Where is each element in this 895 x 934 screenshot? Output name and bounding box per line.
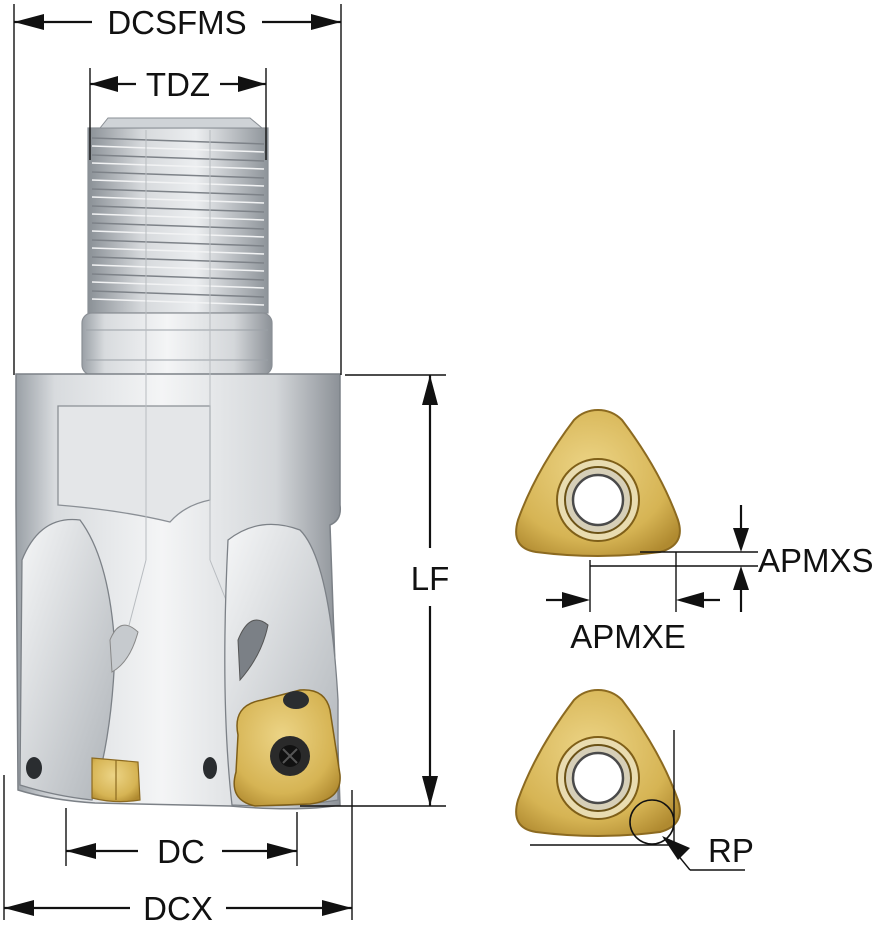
thread-highlight: [91, 298, 265, 306]
thread-ridge: [91, 171, 265, 179]
thread-highlight: [91, 281, 265, 289]
thread-highlight: [91, 213, 265, 221]
insert-bottom: [515, 688, 681, 837]
dimension-tdz: TDZ: [89, 66, 267, 160]
thread-highlight: [91, 247, 265, 255]
thread-highlight: [91, 162, 265, 170]
label-apmxs: APMXS: [758, 542, 874, 579]
label-lf: LF: [411, 560, 450, 597]
thread-highlight: [91, 196, 265, 204]
thread-ridge: [91, 256, 265, 264]
threaded-shank: [81, 117, 273, 376]
cutter-head: [15, 130, 342, 810]
thread-highlight: [91, 145, 265, 153]
label-tdz: TDZ: [146, 66, 210, 103]
dimension-dc: DC: [65, 808, 298, 870]
dimension-rp: RP: [530, 730, 754, 871]
label-dcsfms: DCSFMS: [107, 4, 246, 41]
cutter-body: [15, 117, 342, 810]
label-dc: DC: [157, 833, 205, 870]
dimension-dcsfms: DCSFMS: [13, 4, 342, 375]
label-dcx: DCX: [143, 890, 213, 927]
dimension-dcx: DCX: [3, 775, 353, 927]
thread-highlight: [91, 179, 265, 187]
thread-ridge: [91, 154, 265, 162]
thread-ridge: [91, 205, 265, 213]
dimension-apmxs: APMXS: [590, 505, 874, 612]
insert-top: [515, 408, 681, 557]
thread-ridge: [91, 137, 265, 145]
label-apmxe: APMXE: [570, 618, 686, 655]
thread-ridge: [91, 273, 265, 281]
thread-ridge: [91, 222, 265, 230]
thread-ridge: [91, 290, 265, 298]
label-rp: RP: [708, 832, 754, 869]
thread-highlight: [91, 230, 265, 238]
dimension-lf: LF: [300, 374, 450, 807]
thread-highlight: [91, 264, 265, 272]
dimension-apmxe: APMXE: [546, 552, 720, 655]
thread-ridge: [91, 239, 265, 247]
thread-ridge: [91, 188, 265, 196]
